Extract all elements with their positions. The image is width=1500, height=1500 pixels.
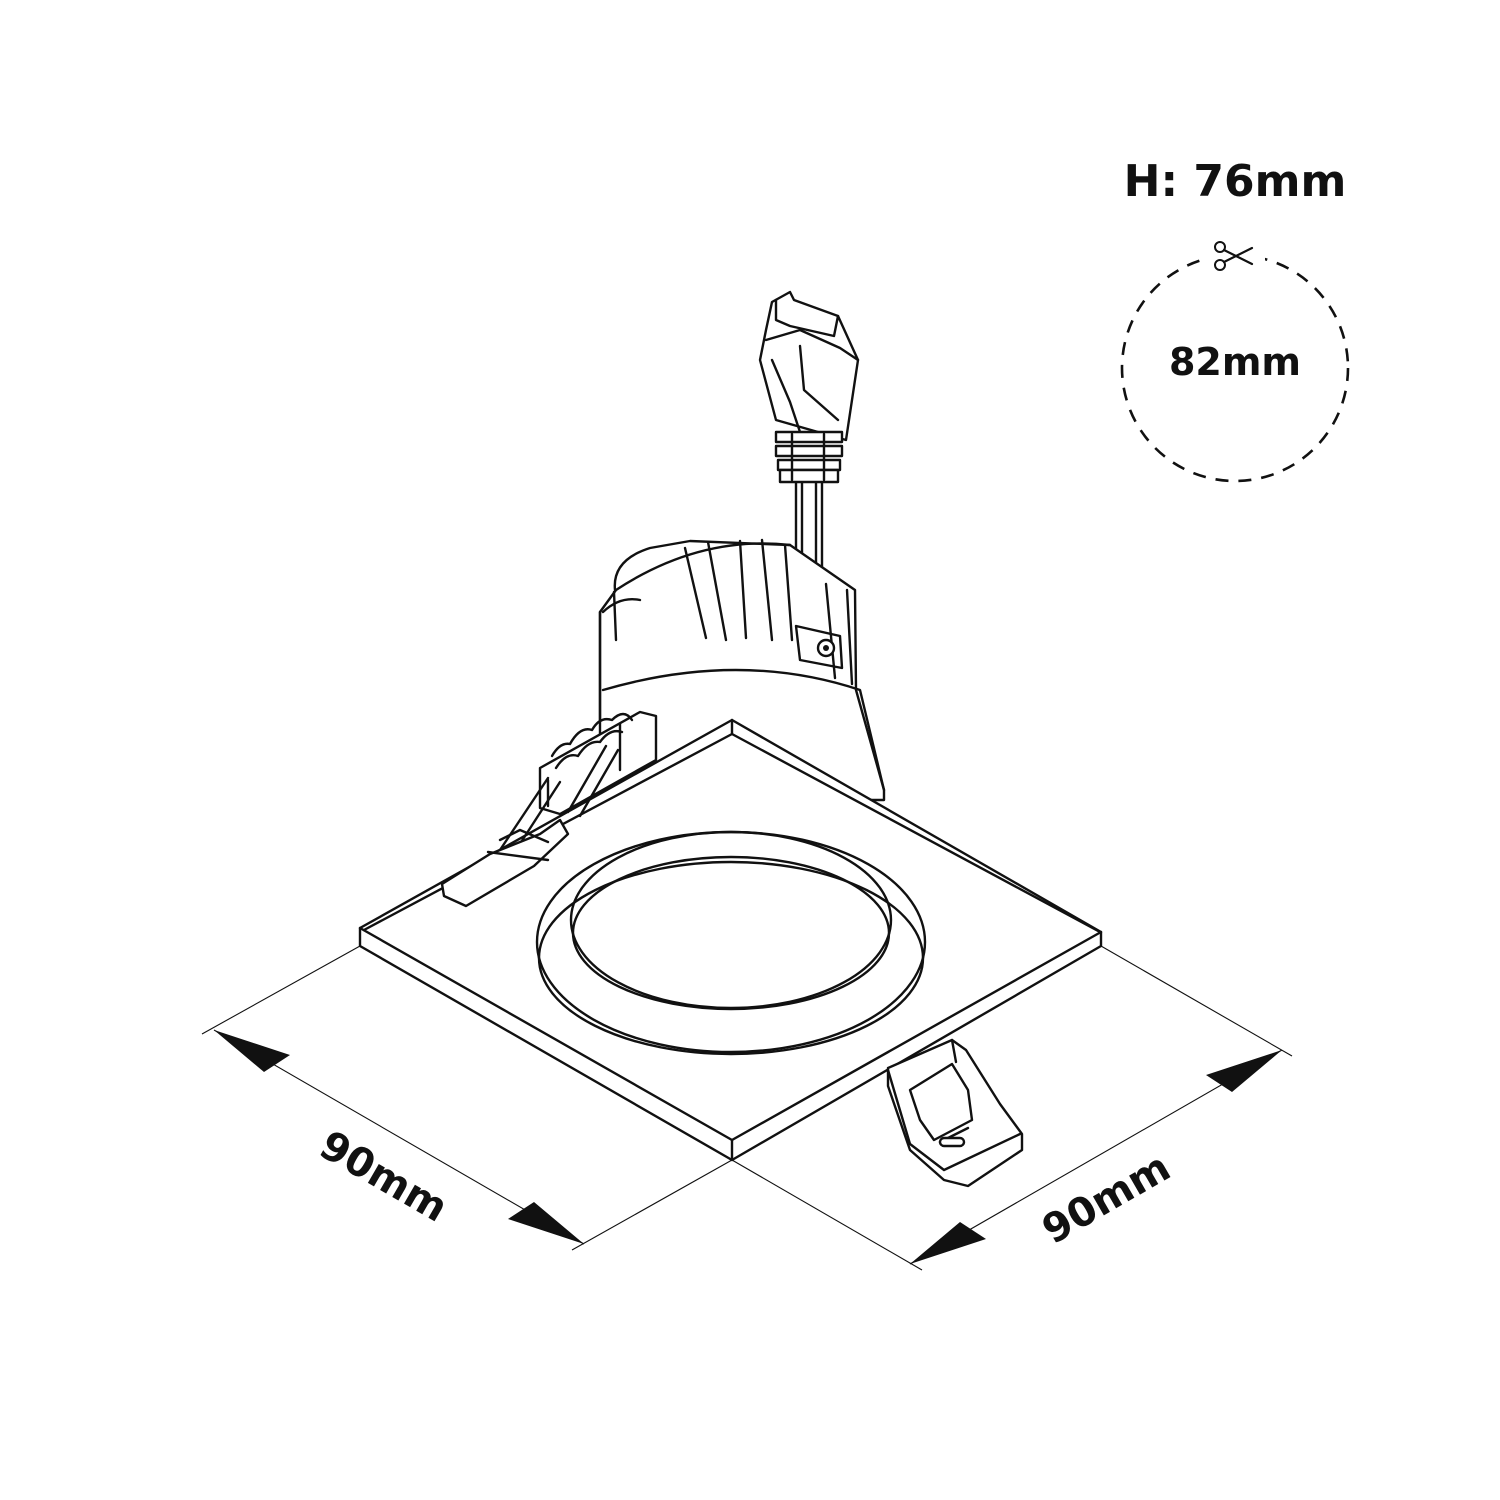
lens-bezel [535, 830, 927, 1056]
plug-connector [758, 290, 860, 484]
arrowhead-right-end [910, 1222, 986, 1264]
spring-clip-left [440, 710, 658, 908]
arrowhead-left-start [214, 1030, 290, 1072]
scissors-icon [1214, 241, 1254, 271]
width-right-label: 90mm [1035, 1144, 1178, 1253]
cutout-indicator: 82mm [1120, 240, 1350, 483]
cutout-diameter-label: 82mm [1169, 340, 1301, 384]
height-label: H: 76mm [1124, 156, 1347, 207]
width-left-label: 90mm [312, 1122, 455, 1231]
arrowhead-left-end [508, 1202, 584, 1244]
arrowhead-right-start [1206, 1050, 1282, 1092]
spring-clip-right [886, 1038, 1024, 1188]
downlight-drawing [358, 290, 1103, 1188]
heatsink-body [598, 538, 886, 802]
